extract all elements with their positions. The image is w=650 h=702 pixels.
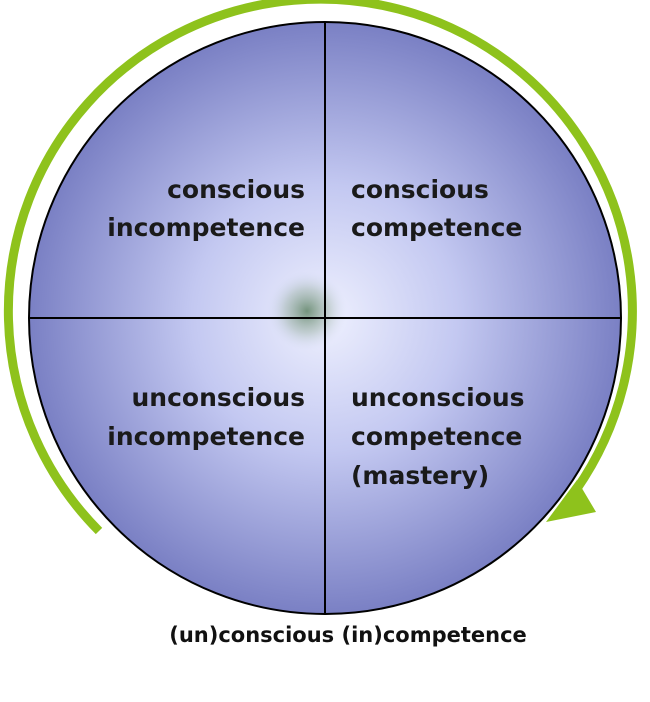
cycle-arrow-head xyxy=(546,480,596,522)
quadrant-bottom-right-line2: competence xyxy=(351,422,522,451)
cycle-arrow-arc xyxy=(3,0,637,535)
quadrant-top-left-line2: incompetence xyxy=(107,213,305,242)
quadrant-bottom-left-line2: incompetence xyxy=(107,422,305,451)
quadrant-top-right-line1: conscious xyxy=(351,175,489,204)
quadrant-bottom-right-line1: unconscious xyxy=(351,383,525,412)
quadrant-bottom-left-line1: unconscious xyxy=(131,383,305,412)
center-glow xyxy=(267,271,347,351)
quadrant-top-left-line1: conscious xyxy=(167,175,305,204)
quadrant-bottom-right-line3: (mastery) xyxy=(351,461,489,490)
quadrant-top-right-line2: competence xyxy=(351,213,522,242)
diagram-caption: (un)conscious (in)competence xyxy=(169,623,527,647)
